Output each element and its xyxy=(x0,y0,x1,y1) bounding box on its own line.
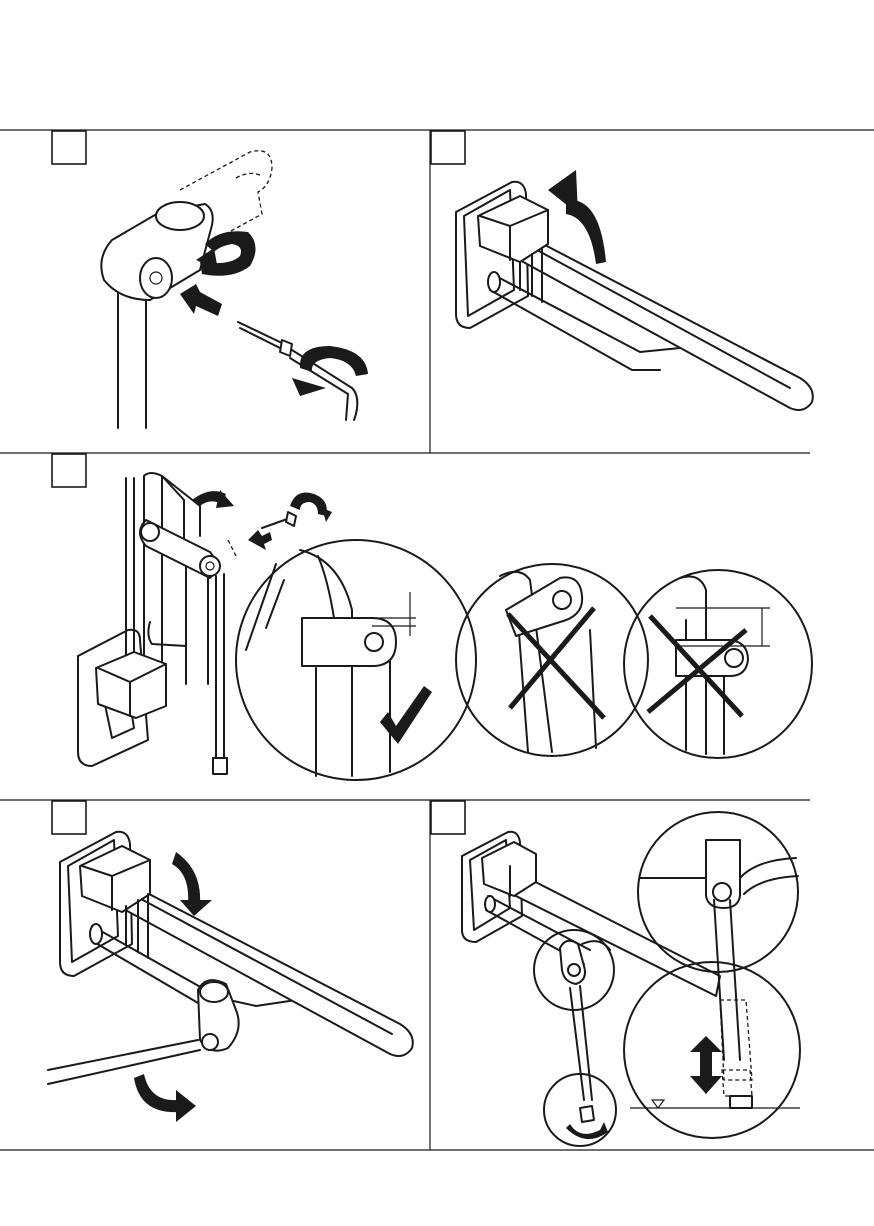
detail-correct xyxy=(236,540,476,780)
step-box-4 xyxy=(52,801,86,834)
panel-5-illustration xyxy=(462,812,800,1146)
detail-wrong-tilt xyxy=(456,564,648,756)
step-box-2 xyxy=(431,131,465,164)
step-box-3 xyxy=(52,454,86,487)
detail-wrong-height xyxy=(624,570,812,758)
panel-2-illustration xyxy=(456,170,813,410)
step-box-1 xyxy=(52,131,86,164)
panel-4-illustration xyxy=(48,832,413,1122)
step-box-5 xyxy=(431,801,465,834)
panel-3-illustration xyxy=(78,473,812,780)
panel-1-illustration xyxy=(101,151,368,428)
